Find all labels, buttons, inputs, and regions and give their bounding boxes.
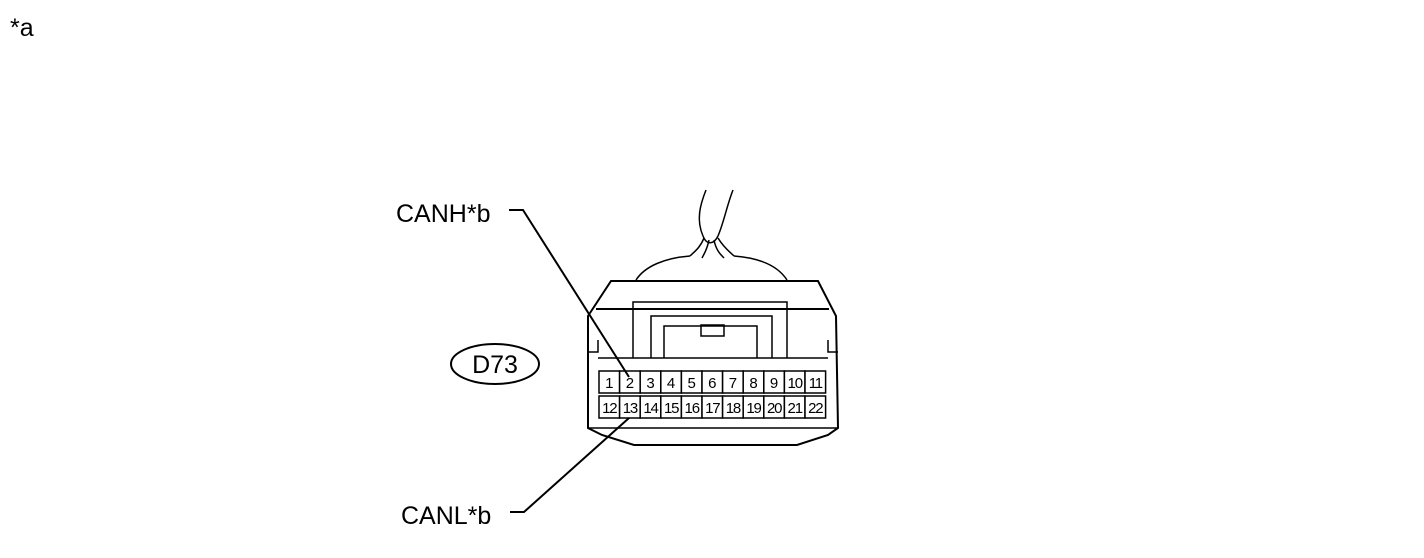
pin-number-21: 21 [788, 400, 803, 417]
pin-number-22: 22 [808, 400, 823, 417]
pin-number-16: 16 [685, 400, 700, 417]
pin-cell-22 [804, 395, 827, 419]
pin-number-4: 4 [667, 375, 675, 392]
pin-number-3: 3 [646, 375, 654, 392]
pin-number-19: 19 [746, 400, 761, 417]
pin-number-14: 14 [643, 400, 658, 417]
pin-number-10: 10 [788, 375, 803, 392]
wire-harness [635, 189, 788, 281]
canh-leader-line [509, 209, 630, 378]
pin-number-2: 2 [626, 375, 634, 392]
pin-number-17: 17 [705, 400, 720, 417]
pin-number-7: 7 [729, 375, 737, 392]
pin-number-5: 5 [688, 375, 696, 392]
pin-cell-11 [804, 370, 827, 394]
pin-number-9: 9 [770, 375, 778, 392]
connector-id-oval: D73 [450, 343, 540, 385]
pin-number-18: 18 [726, 400, 741, 417]
canl-callout-label: CANL*b [401, 502, 492, 530]
pin-number-8: 8 [749, 375, 757, 392]
canh-callout-label: CANH*b [396, 200, 491, 228]
pin-number-6: 6 [708, 375, 716, 392]
canl-leader-line [510, 417, 630, 513]
connector-id-text: D73 [472, 351, 518, 379]
figure-note-a: *a [10, 14, 34, 42]
pin-number-11: 11 [809, 375, 823, 392]
pin-number-12: 12 [602, 400, 617, 417]
pin-number-20: 20 [767, 400, 782, 417]
pin-number-13: 13 [623, 400, 638, 417]
pin-number-1: 1 [605, 375, 613, 392]
pin-number-15: 15 [664, 400, 679, 417]
